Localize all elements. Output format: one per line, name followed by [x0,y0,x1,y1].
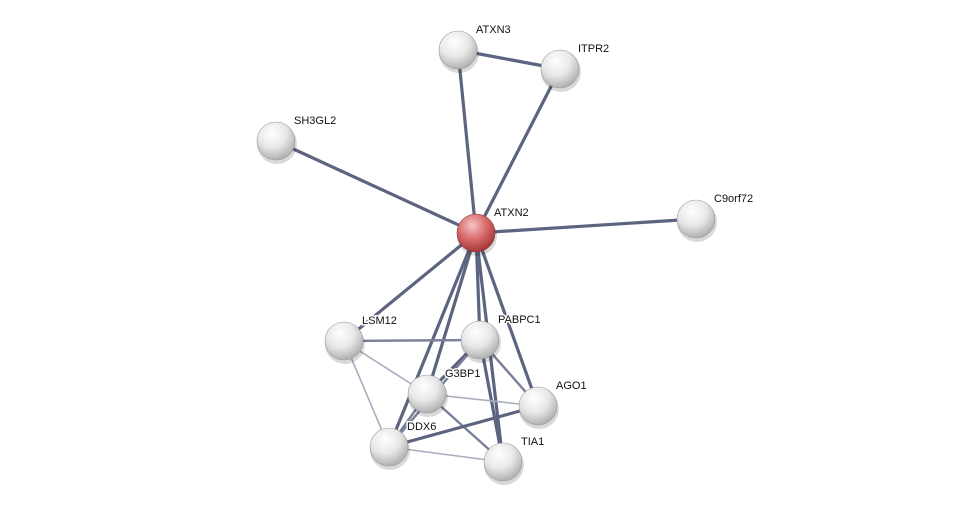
node-g3bp1[interactable]: G3BP1 [407,367,482,417]
node-sphere[interactable] [676,199,716,239]
node-label: DDX6 [407,421,436,433]
node-label: G3BP1 [445,368,480,380]
node-sphere[interactable] [407,374,447,414]
node-sphere[interactable] [256,121,296,161]
edge-atxn2-lsm12[interactable] [342,231,478,343]
node-ddx6[interactable]: DDX6 [369,420,438,470]
node-label: PABPC1 [498,314,541,326]
node-sphere[interactable] [540,49,580,89]
node-pabpc1[interactable]: PABPC1 [460,313,542,363]
node-label: ITPR2 [578,43,609,55]
node-sphere[interactable] [369,427,409,467]
edge-atxn3-atxn2[interactable] [456,49,478,234]
node-label: SH3GL2 [294,115,336,127]
node-c9orf72[interactable]: C9orf72 [676,192,755,242]
edge-lsm12-pabpc1[interactable] [343,338,481,343]
edge-c9orf72-atxn2[interactable] [475,217,697,235]
node-sh3gl2[interactable]: SH3GL2 [256,114,338,164]
node-ago1[interactable]: AGO1 [518,379,588,429]
node-lsm12[interactable]: LSM12 [324,314,398,364]
node-label: ATXN3 [476,24,511,36]
edge-atxn2-g3bp1[interactable] [425,232,478,395]
edges-layer [275,48,697,463]
node-atxn2[interactable]: ATXN2 [456,206,530,256]
node-sphere[interactable] [460,320,500,360]
node-atxn3[interactable]: ATXN3 [438,23,512,73]
node-tia1[interactable]: TIA1 [483,435,546,485]
node-sphere[interactable] [324,321,364,361]
node-sphere[interactable] [483,442,523,482]
node-label: ATXN2 [494,207,529,219]
edge-sh3gl2-atxn2[interactable] [275,139,477,235]
node-label: TIA1 [521,436,544,448]
edge-ddx6-ago1[interactable] [388,404,539,449]
node-sphere[interactable] [438,30,478,70]
node-sphere[interactable] [456,213,496,253]
node-label: LSM12 [362,315,397,327]
node-label: C9orf72 [714,193,753,205]
edge-atxn2-ago1[interactable] [474,232,540,407]
node-sphere[interactable] [518,386,558,426]
node-label: AGO1 [556,380,587,392]
node-itpr2[interactable]: ITPR2 [540,42,611,92]
edge-itpr2-atxn2[interactable] [474,68,562,234]
